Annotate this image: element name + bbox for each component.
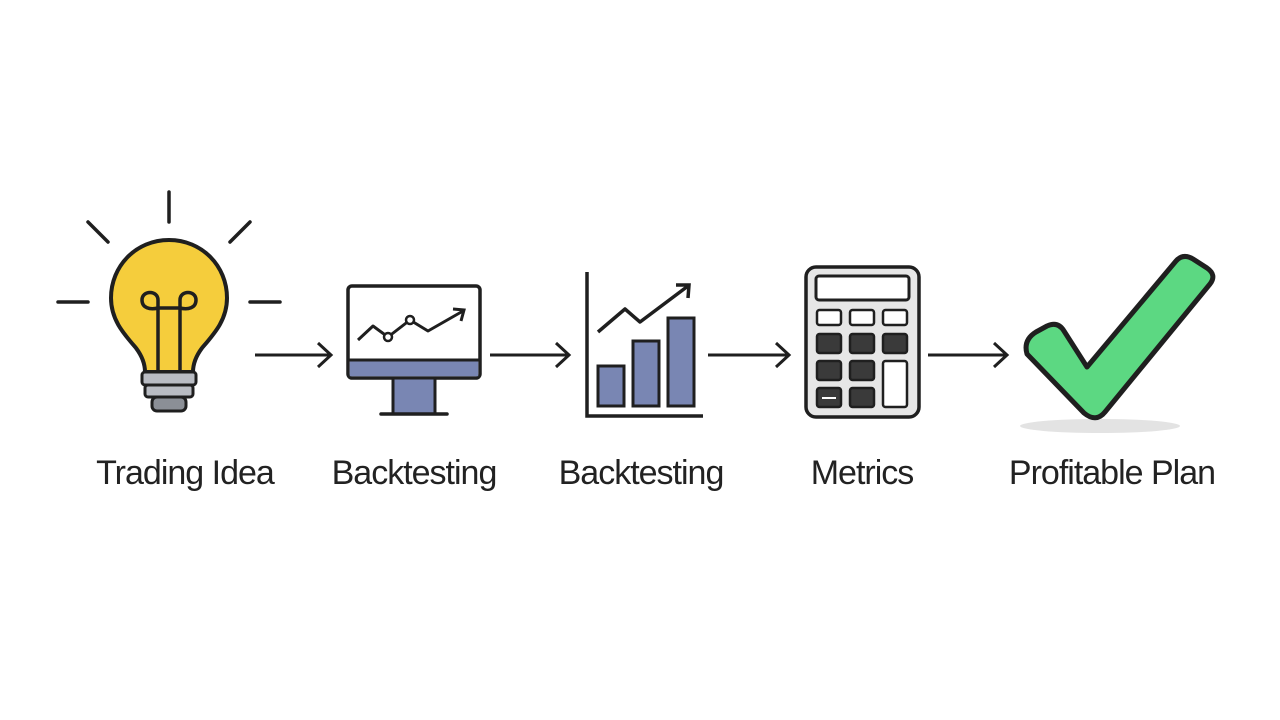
- calculator-icon: [804, 265, 921, 419]
- step-label-backtesting-2: Backtesting: [558, 454, 725, 492]
- step-label-backtesting: Backtesting: [331, 454, 498, 492]
- arrow-right-icon: [255, 341, 334, 369]
- bar-chart-icon: [585, 272, 703, 418]
- step-label-metrics: Metrics: [810, 454, 915, 492]
- step-label-trading-idea: Trading Idea: [96, 454, 275, 492]
- checkmark-icon: [1020, 253, 1216, 433]
- arrow-right-icon: [708, 341, 792, 369]
- step-label-profitable-plan: Profitable Plan: [1008, 454, 1216, 492]
- monitor-chart-icon: [346, 284, 482, 416]
- arrow-right-icon: [928, 341, 1010, 369]
- arrow-right-icon: [490, 341, 572, 369]
- lightbulb-icon: [56, 190, 282, 413]
